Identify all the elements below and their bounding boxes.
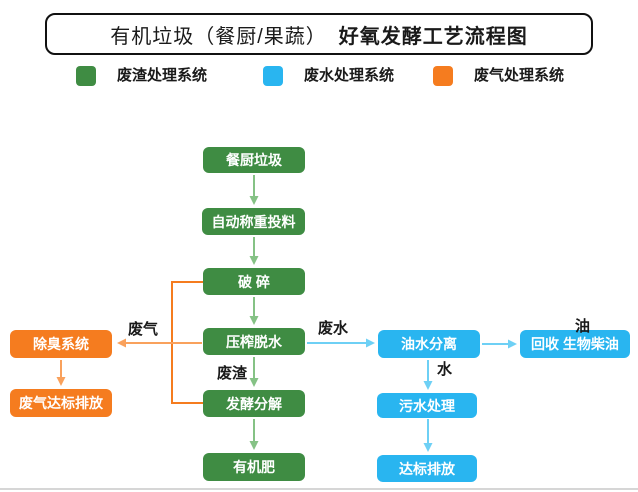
wastegas-trunk-line <box>171 281 203 404</box>
edge-label-water: 水 <box>437 361 453 378</box>
node-fermentation: 发酵分解 <box>203 390 305 417</box>
node-press-dewater: 压榨脱水 <box>203 328 305 355</box>
legend-swatch-green <box>76 66 96 86</box>
legend-label-residue: 废渣处理系统 <box>117 67 208 84</box>
legend-swatch-orange <box>433 66 453 86</box>
node-auto-weigh-feed: 自动称重投料 <box>202 208 305 235</box>
title-box: 有机垃圾（餐厨/果蔬） 好氧发酵工艺流程图 <box>45 13 593 55</box>
legend-label-wastegas: 废气处理系统 <box>474 67 565 84</box>
node-oil-water-separation: 油水分离 <box>378 330 480 358</box>
node-organic-fertilizer: 有机肥 <box>203 453 305 481</box>
node-sewage-treatment: 污水处理 <box>377 393 477 418</box>
edge-label-waste-water: 废水 <box>318 320 349 337</box>
bottom-divider <box>0 488 638 490</box>
edge-label-oil: 油 <box>575 318 591 335</box>
legend-item-wastewater: 废水处理系统 <box>263 66 394 86</box>
legend-label-wastewater: 废水处理系统 <box>304 67 395 84</box>
node-standard-discharge: 达标排放 <box>377 455 477 482</box>
node-deodorize-system: 除臭系统 <box>10 330 112 358</box>
legend-item-wastegas: 废气处理系统 <box>433 66 564 86</box>
node-crushing: 破 碎 <box>203 268 305 295</box>
node-gas-standard-discharge: 废气达标排放 <box>10 389 112 417</box>
legend-item-residue: 废渣处理系统 <box>76 66 207 86</box>
legend-swatch-blue <box>263 66 283 86</box>
edge-label-waste-residue: 废渣 <box>217 365 248 382</box>
node-kitchen-waste: 餐厨垃圾 <box>203 147 305 173</box>
edge-label-waste-gas: 废气 <box>128 321 159 338</box>
node-biodiesel-recovery: 回收 生物柴油 <box>520 330 630 358</box>
title-main: 好氧发酵工艺流程图 <box>338 25 528 48</box>
title-subject: 有机垃圾（餐厨/果蔬） <box>110 25 327 48</box>
